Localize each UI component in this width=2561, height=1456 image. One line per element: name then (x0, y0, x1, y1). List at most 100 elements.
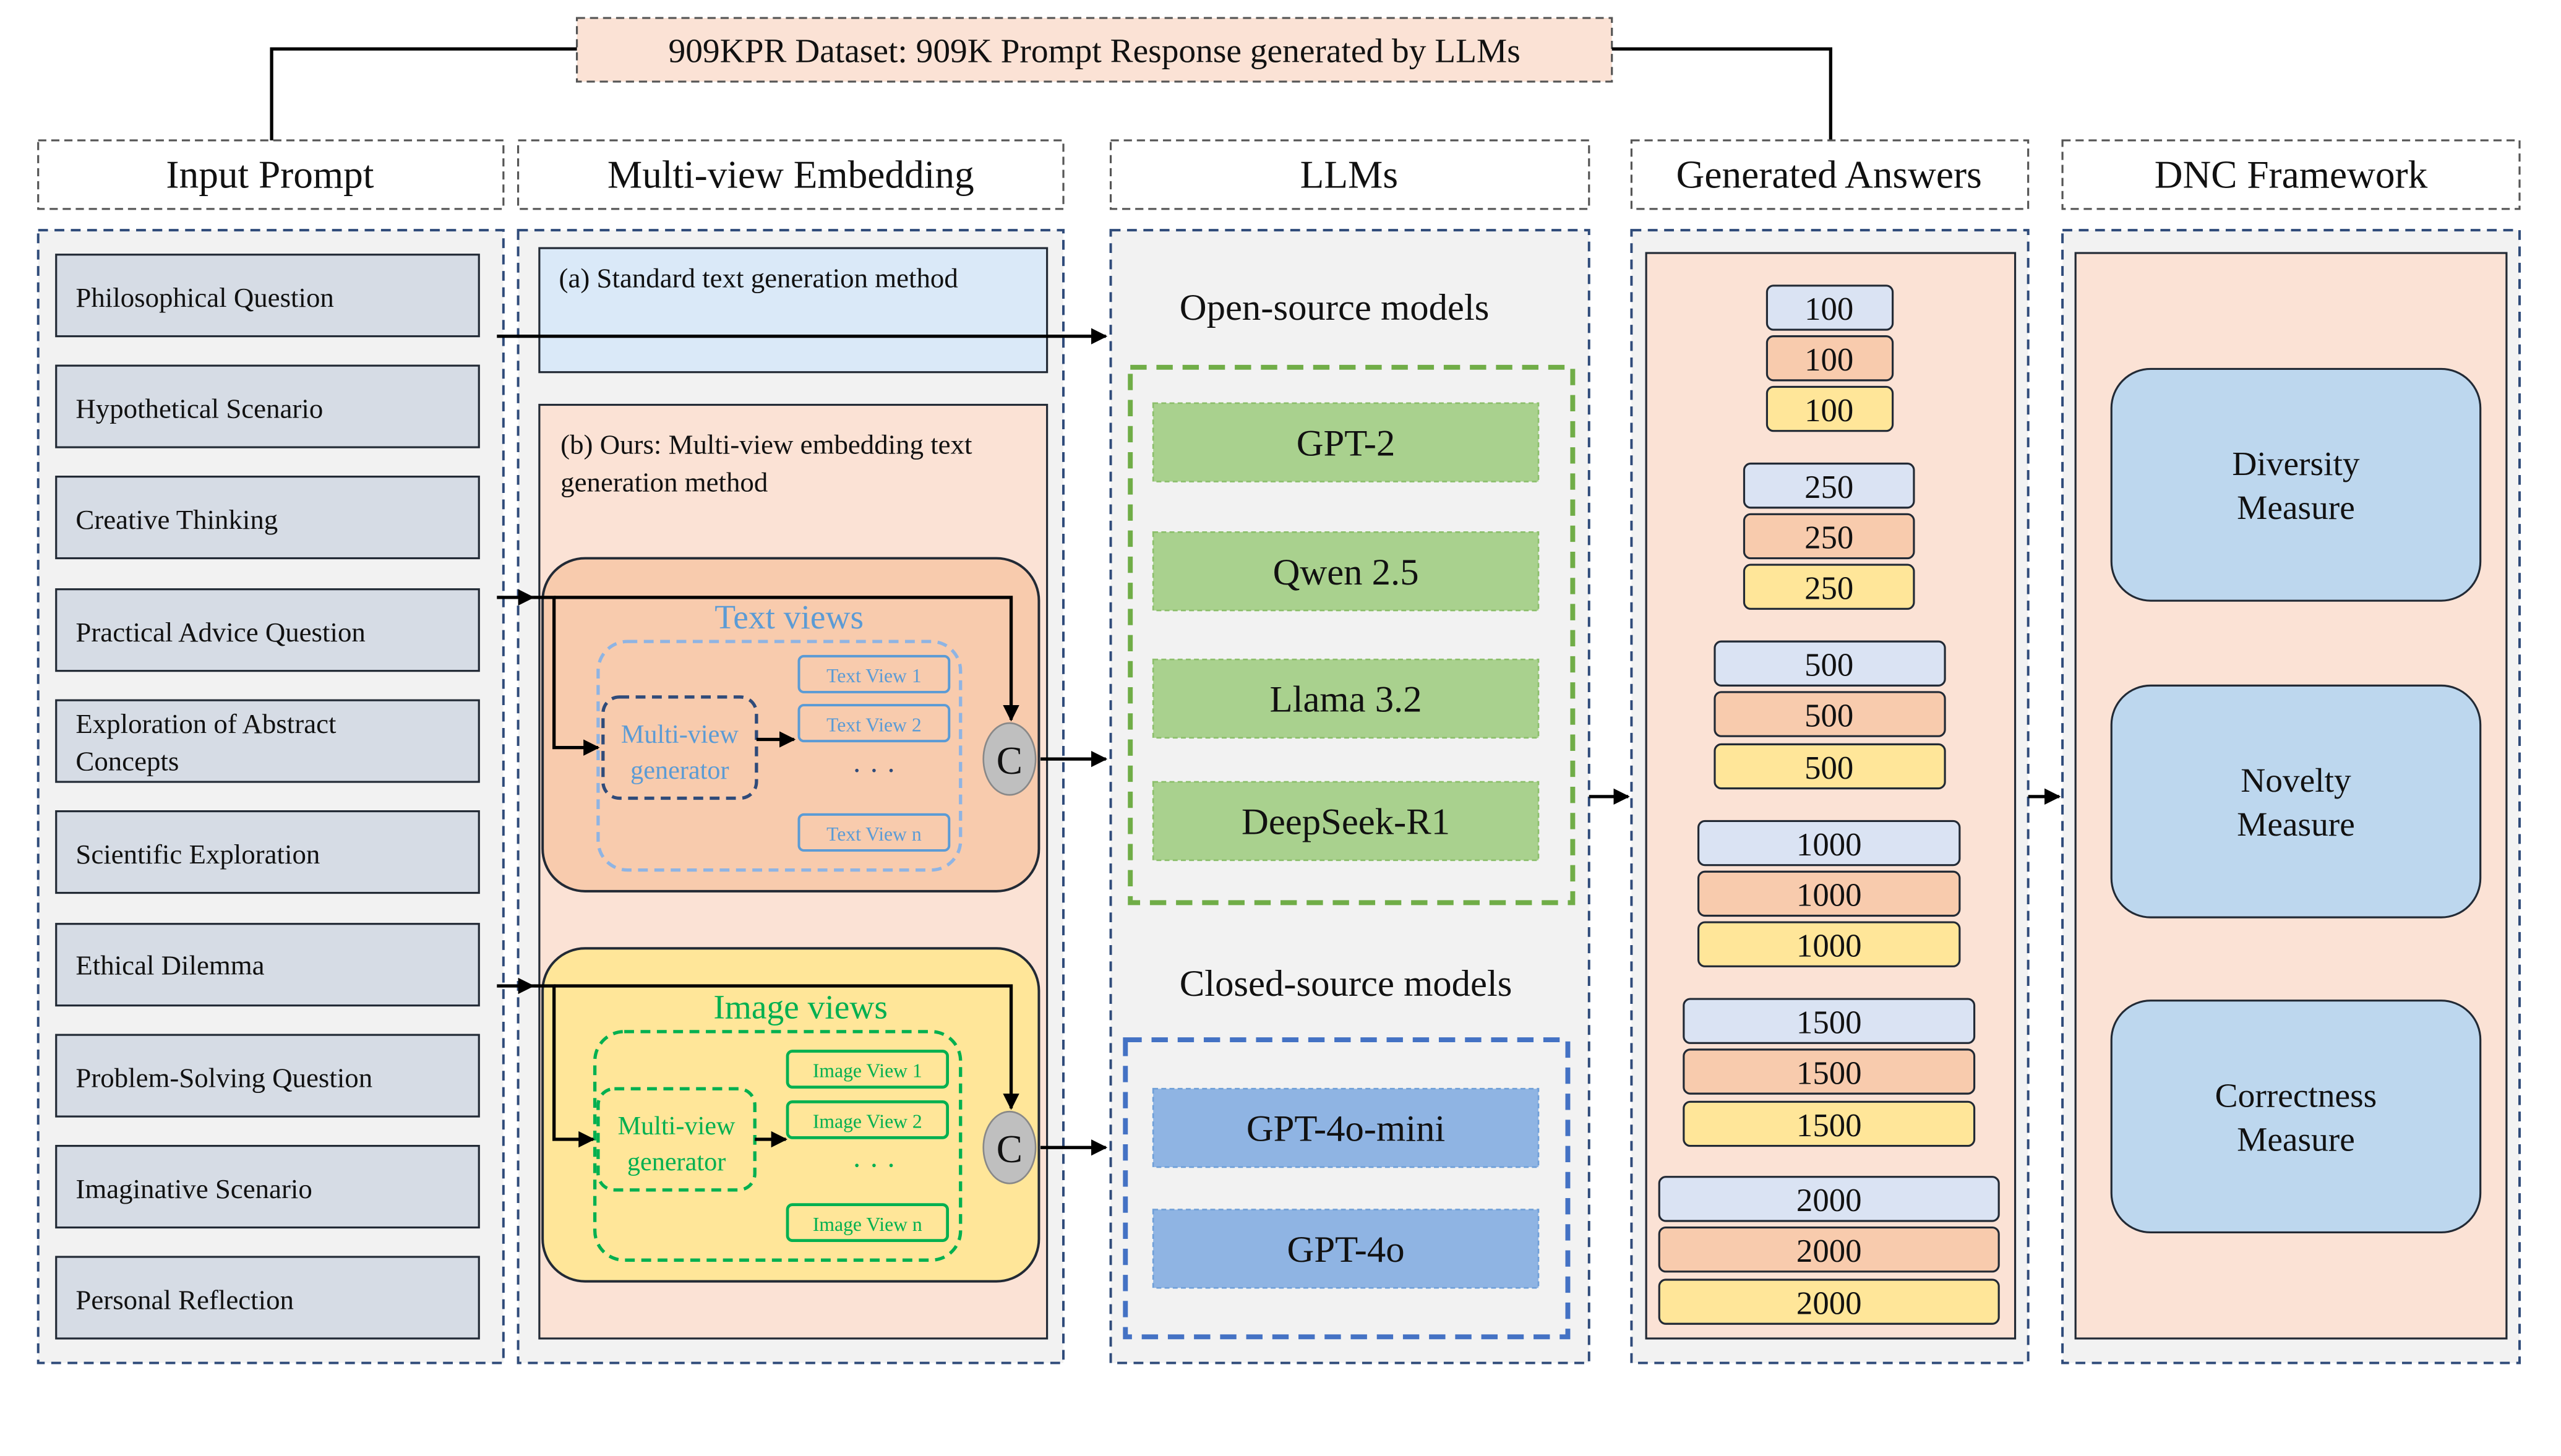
text-view-item (797, 654, 951, 693)
answer-length-label: 100 (1804, 393, 1853, 429)
open-source-group (1128, 364, 1576, 906)
image-views-dashed-region (593, 1030, 963, 1262)
image-view-item (786, 1203, 950, 1243)
answer-length-label: 2000 (1796, 1183, 1862, 1218)
answer-bar-blue (1683, 998, 1976, 1044)
prompt-box (55, 810, 480, 894)
answer-bar-yellow (1765, 385, 1894, 432)
image-concat-node (982, 1110, 1037, 1184)
closed-model-label: GPT-4o (1287, 1229, 1405, 1270)
image-generator-label-line2: generator (627, 1147, 726, 1176)
prompt-label: Problem-Solving Question (75, 1063, 372, 1094)
prompt-label: Personal Reflection (75, 1284, 294, 1315)
header-dnc-framework: DNC Framework (2155, 153, 2428, 196)
novelty-measure-line1: Novelty (2241, 761, 2351, 799)
header-row: Input Prompt Multi-view Embedding LLMs G… (37, 139, 2521, 210)
answer-bar-blue (1765, 285, 1894, 331)
image-view-label: Image View 2 (813, 1111, 922, 1133)
answer-length-label: 2000 (1796, 1233, 1862, 1269)
image-view-item (786, 1050, 950, 1089)
correctness-measure-line1: Correctness (2215, 1076, 2377, 1114)
title-connector-left (270, 47, 577, 140)
answer-bar-yellow (1714, 743, 1946, 790)
image-generator-label-line1: Multi-view (618, 1111, 736, 1141)
text-generator-label-line2: generator (630, 756, 729, 785)
prompt-box (55, 364, 480, 448)
dataset-title: 909KPR Dataset: 909K Prompt Response gen… (669, 32, 1521, 69)
arrow-text-to-generator (533, 596, 600, 756)
answer-length-label: 250 (1804, 520, 1853, 556)
diversity-measure-box (2110, 367, 2482, 602)
text-view-label: Text View 2 (826, 714, 922, 735)
answer-length-label: 500 (1804, 648, 1853, 683)
title-connector-right (1611, 47, 1832, 140)
answer-bar-orange (1714, 691, 1946, 737)
closed-source-title: Closed-source models (1180, 963, 1512, 1004)
answer-bar-yellow (1697, 921, 1961, 967)
prompt-box (55, 1256, 480, 1340)
answer-length-label: 1000 (1796, 928, 1862, 964)
diversity-measure-line2: Measure (2237, 489, 2355, 526)
header-multi-view-embedding: Multi-view Embedding (607, 153, 974, 196)
arrow-text-to-concat (554, 596, 1019, 722)
prompt-box (55, 1034, 480, 1118)
open-model-box (1152, 781, 1540, 862)
answer-length-label: 2000 (1796, 1285, 1862, 1321)
answer-bar-orange (1658, 1226, 2000, 1273)
answer-length-label: 100 (1804, 291, 1853, 327)
text-multi-view-generator (601, 695, 758, 800)
standard-method-box (538, 247, 1049, 374)
open-model-label: Llama 3.2 (1270, 679, 1422, 721)
correctness-measure-box (2110, 1000, 2482, 1234)
prompt-list: Philosophical Question Hypothetical Scen… (55, 254, 480, 1340)
answer-length-label: 1500 (1796, 1004, 1862, 1040)
answer-bar-blue (1697, 820, 1961, 867)
arrow-image-to-generator (533, 984, 595, 1148)
answer-bar-blue (1714, 640, 1946, 687)
image-views-ellipsis: · · · (852, 1150, 896, 1182)
answer-bar-orange (1697, 870, 1961, 917)
answer-length-label: 100 (1804, 342, 1853, 378)
text-views-dashed-region (596, 640, 963, 872)
header-input-prompt: Input Prompt (166, 153, 374, 196)
answer-length-label: 1500 (1796, 1108, 1862, 1144)
answers-inner-box (1645, 252, 2017, 1340)
correctness-measure-line2: Measure (2237, 1121, 2355, 1158)
prompt-box (55, 699, 480, 783)
prompt-label: Practical Advice Question (75, 617, 365, 648)
answer-length-label: 250 (1804, 571, 1853, 607)
header-box-generated (1630, 139, 2030, 210)
connector-arrows (497, 328, 2061, 1156)
answer-bar-yellow (1683, 1100, 1976, 1147)
ours-method-label-line2: generation method (560, 466, 768, 497)
text-view-label: Text View n (826, 823, 922, 845)
prompt-box (55, 588, 480, 672)
image-view-label: Image View n (813, 1214, 922, 1235)
answer-length-label: 250 (1804, 469, 1853, 505)
prompt-label: Concepts (75, 746, 179, 777)
header-llms: LLMs (1300, 153, 1398, 196)
closed-source-group (1123, 1037, 1571, 1340)
header-box-input-prompt (37, 139, 505, 210)
prompt-label: Exploration of Abstract (75, 708, 337, 739)
image-view-item (786, 1100, 950, 1139)
prompt-box (55, 923, 480, 1007)
standard-method-label: (a) Standard text generation method (559, 262, 958, 293)
open-model-box (1152, 531, 1540, 612)
text-views-ellipsis: · · · (852, 755, 896, 787)
novelty-measure-box (2110, 684, 2482, 919)
diversity-measure-line1: Diversity (2232, 445, 2360, 482)
open-model-box (1152, 402, 1540, 482)
novelty-measure-line2: Measure (2237, 805, 2355, 843)
prompt-box (55, 254, 480, 338)
header-generated-answers: Generated Answers (1676, 153, 1982, 196)
header-box-multi-view (517, 139, 1065, 210)
prompt-label: Creative Thinking (75, 504, 278, 535)
answer-bar-blue (1743, 462, 1915, 509)
answer-length-label: 1000 (1796, 827, 1862, 863)
prompt-label: Imaginative Scenario (75, 1173, 312, 1204)
closed-model-box (1152, 1209, 1540, 1289)
answer-bar-orange (1743, 513, 1915, 560)
text-concat-symbol: C (997, 739, 1023, 782)
